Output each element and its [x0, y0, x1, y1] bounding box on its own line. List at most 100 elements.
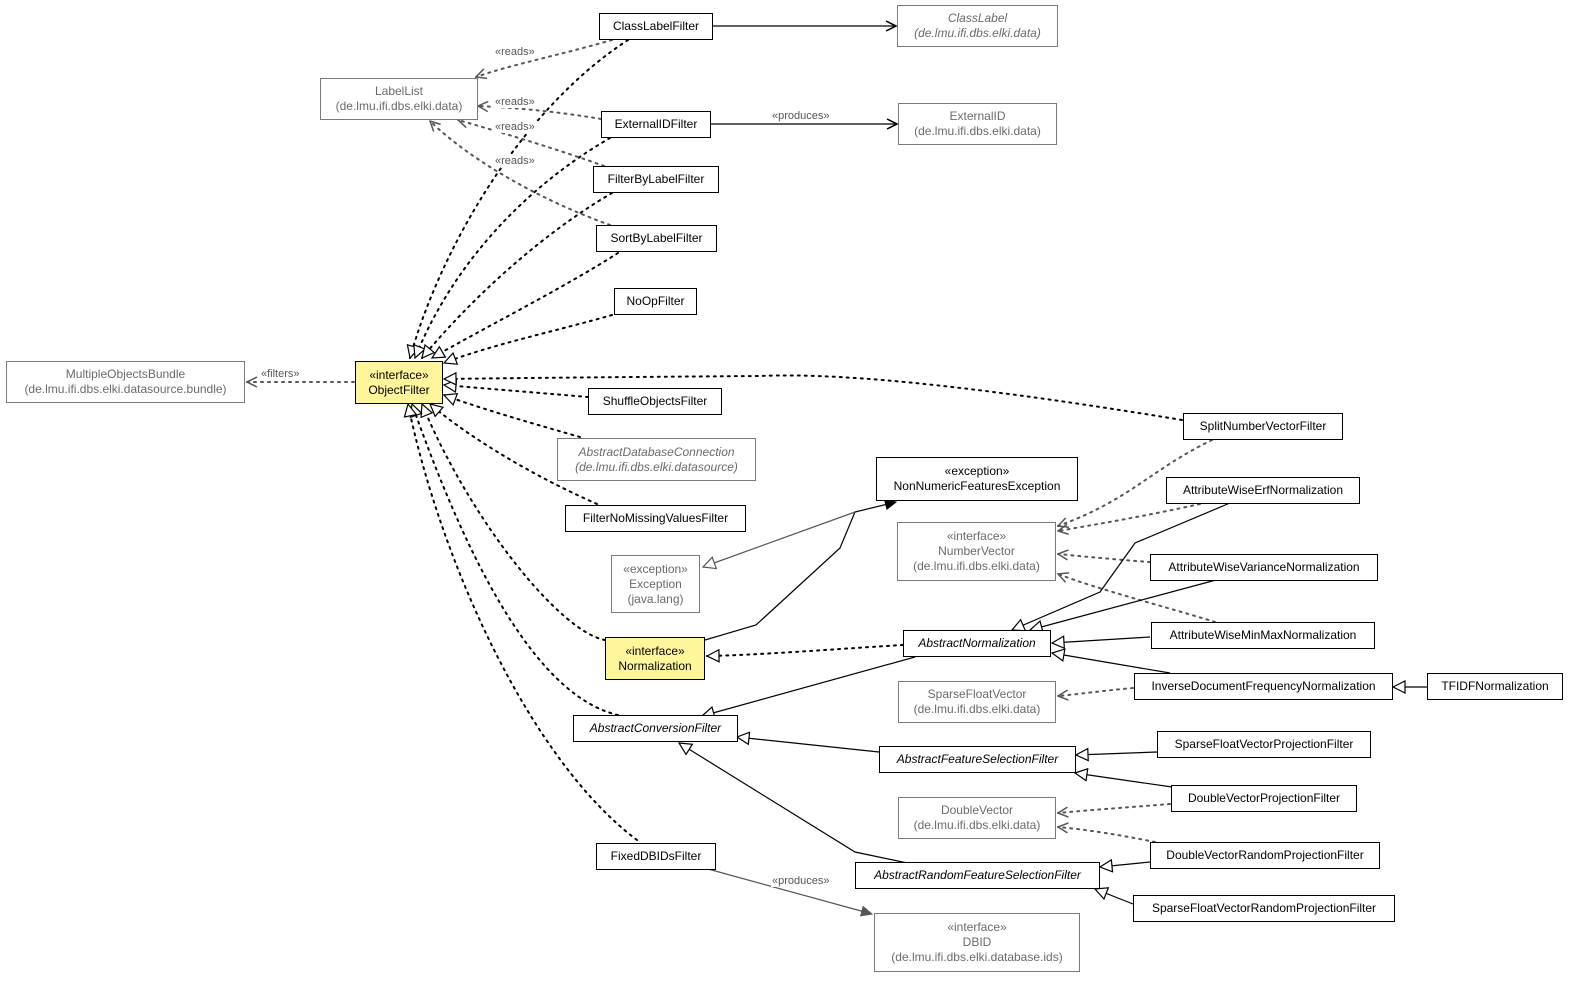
edge-inherit-randomfeature — [679, 743, 913, 865]
interface-numbervector[interactable]: «interface» NumberVector (de.lmu.ifi.dbs… — [897, 522, 1056, 581]
class-name: Exception — [629, 576, 682, 591]
edge-realize-abstractnorm — [707, 644, 904, 656]
edge-reads-sortbylabel — [430, 121, 611, 226]
class-name: ExternalIDFilter — [614, 117, 698, 131]
edge-inherit-abstractnorm-conversion — [702, 656, 916, 716]
class-name: MultipleObjectsBundle — [65, 367, 186, 381]
class-attributewisevariancenormalization[interactable]: AttributeWiseVarianceNormalization — [1150, 554, 1378, 581]
class-package: (de.lmu.ifi.dbs.elki.data) — [914, 124, 1041, 138]
class-stereotype: «exception» — [623, 561, 688, 576]
edge-realize-filterbylabelfilter — [421, 192, 613, 358]
class-doublevectorrandomprojectionfilter[interactable]: DoubleVectorRandomProjectionFilter — [1150, 842, 1380, 869]
edge-reads-externalidfilter — [478, 106, 602, 120]
class-filternomissingvaluesfilter[interactable]: FilterNoMissingValuesFilter — [565, 505, 746, 532]
interface-objectfilter[interactable]: «interface» ObjectFilter — [355, 361, 443, 404]
class-filterbylabelfilter[interactable]: FilterByLabelFilter — [593, 166, 719, 193]
edge-doublevector-proj — [1058, 803, 1171, 813]
edge-label-produces: «produces» — [771, 875, 831, 887]
class-name: ShuffleObjectsFilter — [602, 394, 708, 408]
class-doublevector[interactable]: DoubleVector (de.lmu.ifi.dbs.elki.data) — [898, 797, 1056, 839]
class-name: ExternalID — [949, 109, 1006, 123]
class-name: AbstractFeatureSelectionFilter — [896, 752, 1059, 766]
edge-inherit-variance — [1030, 579, 1217, 630]
edge-inherit-featuresel — [737, 737, 880, 753]
class-externalid[interactable]: ExternalID (de.lmu.ifi.dbs.elki.data) — [898, 103, 1057, 145]
class-noopfilter[interactable]: NoOpFilter — [614, 288, 697, 315]
class-name: ObjectFilter — [368, 382, 430, 397]
class-name: ClassLabelFilter — [612, 19, 700, 33]
class-abstractnormalization[interactable]: AbstractNormalization — [903, 630, 1051, 657]
edge-realize-splitnumbervectorfilter — [444, 375, 1183, 421]
class-doublevectorprojectionfilter[interactable]: DoubleVectorProjectionFilter — [1171, 785, 1357, 812]
edge-realize-externalidfilter — [415, 137, 611, 358]
class-name: AbstractConversionFilter — [589, 721, 722, 735]
class-sparsefloatvectorprojectionfilter[interactable]: SparseFloatVectorProjectionFilter — [1157, 731, 1371, 758]
edge-label-produces: «produces» — [771, 110, 831, 122]
class-exception[interactable]: «exception» Exception (java.lang) — [611, 555, 700, 613]
class-name: ClassLabel — [947, 11, 1008, 25]
edge-label-filters: «filters» — [260, 368, 301, 380]
class-externalidfilter[interactable]: ExternalIDFilter — [601, 111, 711, 138]
class-classlabel[interactable]: ClassLabel (de.lmu.ifi.dbs.elki.data) — [897, 5, 1058, 47]
interface-normalization[interactable]: «interface» Normalization — [605, 637, 705, 680]
edge-doublevector-randproj — [1058, 827, 1156, 843]
class-sparsefloatvectorrandomprojectionfilter[interactable]: SparseFloatVectorRandomProjectionFilter — [1133, 895, 1395, 922]
class-name: LabelList — [374, 84, 424, 98]
edge-realize-abstractdbconnection — [444, 395, 581, 438]
class-name: FilterByLabelFilter — [607, 172, 705, 186]
edge-inherit-minmax — [1052, 637, 1151, 643]
class-name: AttributeWiseErfNormalization — [1182, 483, 1344, 497]
class-stereotype: «exception» — [944, 464, 1010, 478]
class-name: Normalization — [618, 658, 692, 673]
class-splitnumbervectorfilter[interactable]: SplitNumberVectorFilter — [1183, 413, 1343, 440]
class-sortbylabelfilter[interactable]: SortByLabelFilter — [596, 225, 717, 252]
edge-label-reads: «reads» — [494, 121, 536, 133]
class-name: NonNumericFeaturesException — [893, 479, 1061, 493]
class-package: (java.lang) — [627, 591, 684, 606]
class-package: (de.lmu.ifi.dbs.elki.data) — [335, 99, 463, 113]
class-name: FilterNoMissingValuesFilter — [582, 511, 729, 525]
edge-fixeddbids-dbid — [707, 868, 872, 914]
edge-inherit-doublerandproj — [1100, 862, 1151, 867]
edge-realize-classlabelfilter — [410, 39, 629, 358]
edge-exception-extends — [703, 511, 856, 567]
edge-inherit-doubleproj — [1075, 773, 1173, 788]
class-name: AbstractNormalization — [918, 636, 1036, 650]
edge-inherit-idf — [1052, 653, 1171, 674]
class-sparsefloatvector[interactable]: SparseFloatVector (de.lmu.ifi.dbs.elki.d… — [898, 681, 1056, 723]
edge-numbervector-split — [1058, 439, 1213, 526]
class-package: (de.lmu.ifi.dbs.elki.datasource.bundle) — [24, 382, 227, 396]
class-name: SortByLabelFilter — [610, 231, 703, 245]
class-name: AbstractRandomFeatureSelectionFilter — [874, 868, 1081, 882]
class-classlabelfilter[interactable]: ClassLabelFilter — [599, 13, 713, 40]
edge-realize-filternomissing — [430, 403, 598, 505]
edge-inherit-sparserandproj — [1095, 889, 1134, 905]
edge-label-reads: «reads» — [494, 46, 536, 58]
class-attributewiseminmaxnormalization[interactable]: AttributeWiseMinMaxNormalization — [1151, 622, 1375, 649]
class-multipleobjectsbundle[interactable]: MultipleObjectsBundle (de.lmu.ifi.dbs.el… — [6, 361, 245, 403]
edge-sparsefloat-idf — [1058, 687, 1134, 696]
class-name: SparseFloatVectorRandomProjectionFilter — [1151, 901, 1377, 915]
class-abstractconversionfilter[interactable]: AbstractConversionFilter — [573, 715, 738, 742]
class-name: AttributeWiseVarianceNormalization — [1168, 560, 1360, 574]
class-package: (de.lmu.ifi.dbs.elki.data) — [913, 818, 1041, 832]
class-package: (de.lmu.ifi.dbs.elki.data) — [913, 702, 1041, 716]
class-labellist[interactable]: LabelList (de.lmu.ifi.dbs.elki.data) — [320, 78, 478, 120]
class-nonnumericfeaturesexception[interactable]: «exception» NonNumericFeaturesException — [876, 457, 1078, 501]
interface-dbid[interactable]: «interface» DBID (de.lmu.ifi.dbs.elki.da… — [874, 913, 1080, 972]
class-abstractdatabaseconnection[interactable]: AbstractDatabaseConnection (de.lmu.ifi.d… — [557, 438, 756, 481]
class-shuffleobjectsfilter[interactable]: ShuffleObjectsFilter — [588, 388, 722, 415]
class-name: AttributeWiseMinMaxNormalization — [1169, 628, 1357, 642]
class-fixeddbidsfilter[interactable]: FixedDBIDsFilter — [596, 843, 716, 870]
class-name: TFIDFNormalization — [1441, 679, 1549, 693]
class-tfidfnormalization[interactable]: TFIDFNormalization — [1427, 673, 1563, 700]
class-stereotype: «interface» — [947, 920, 1007, 934]
edge-label-reads: «reads» — [494, 155, 536, 167]
edge-realize-sortbylabelfilter — [432, 252, 619, 359]
class-abstractrandomfeatureselectionfilter[interactable]: AbstractRandomFeatureSelectionFilter — [855, 862, 1100, 889]
class-attributewiseerfnormalization[interactable]: AttributeWiseErfNormalization — [1166, 477, 1360, 504]
class-inversedocumentfrequencynormalization[interactable]: InverseDocumentFrequencyNormalization — [1134, 673, 1393, 700]
class-abstractfeatureselectionfilter[interactable]: AbstractFeatureSelectionFilter — [879, 746, 1076, 773]
class-name: SparseFloatVector — [927, 687, 1027, 701]
edge-numbervector-minmax — [1058, 574, 1216, 623]
